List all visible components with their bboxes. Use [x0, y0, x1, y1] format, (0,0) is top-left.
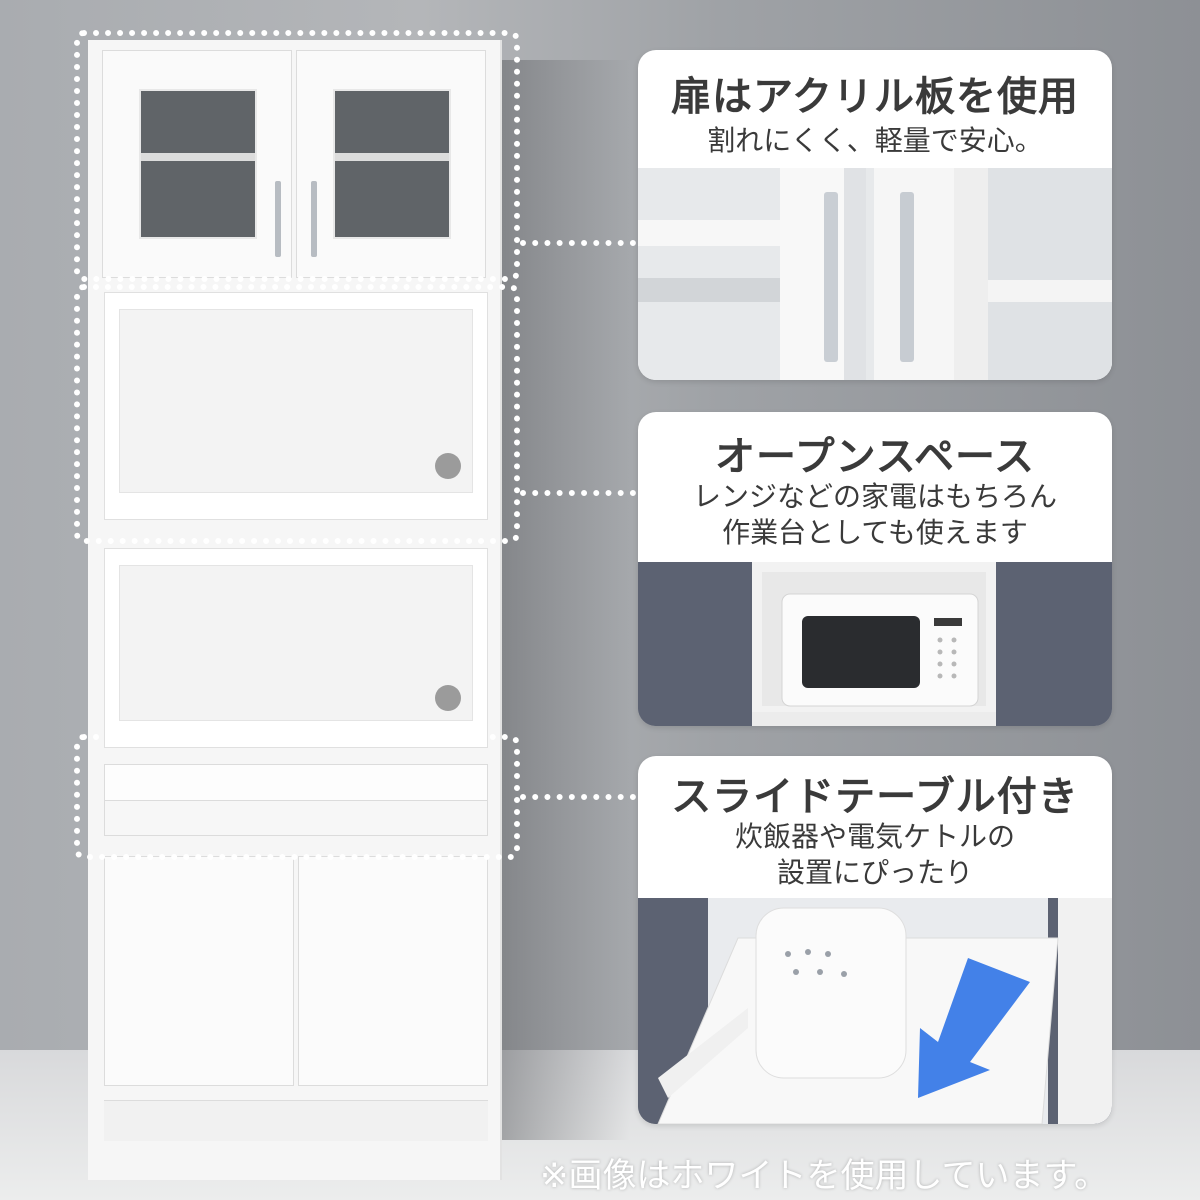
connector-line-open-space — [520, 490, 636, 496]
glass-door-right — [296, 50, 486, 278]
open-space-upper — [104, 292, 488, 520]
feature-description-line: 設置にぴったり — [776, 856, 973, 889]
feature-card-open-space: オープンスペース レンジなどの家電はもちろん 作業台としても使えます — [638, 412, 1112, 726]
feature-title: オープンスペース — [715, 434, 1035, 480]
acrylic-door-closeup-photo — [638, 168, 1112, 380]
microwave-in-open-space-photo — [638, 562, 1112, 726]
cabinet-plinth — [104, 1100, 488, 1141]
open-space-lower — [104, 548, 488, 748]
acrylic-panel-left — [139, 89, 257, 239]
highlight-slide-table-frame — [74, 734, 520, 860]
feature-description-line: 作業台としても使えます — [722, 516, 1028, 549]
feature-card-slide-table: スライドテーブル付き 炊飯器や電気ケトルの 設置にぴったり — [638, 756, 1112, 1124]
glass-door-left — [102, 50, 292, 278]
feature-description-line: レンジなどの家電はもちろん — [692, 480, 1057, 513]
door-handle-left — [275, 181, 281, 257]
connector-line-slide-table — [520, 794, 636, 800]
highlight-door-frame — [74, 30, 520, 282]
feature-title: 扉はアクリル板を使用 — [671, 74, 1079, 120]
lower-door-right — [298, 856, 488, 1086]
cord-hole-upper — [435, 453, 461, 479]
color-footnote: ※画像はホワイトを使用しています。 — [540, 1156, 1109, 1196]
door-handle-right — [311, 181, 317, 257]
feature-title: スライドテーブル付き — [671, 774, 1079, 820]
feature-description-line: 割れにくく、軽量で安心。 — [707, 124, 1043, 157]
rice-cooker-on-slide-table-photo — [638, 898, 1112, 1124]
slide-table — [104, 764, 488, 836]
feature-card-acrylic-door: 扉はアクリル板を使用 割れにくく、軽量で安心。 — [638, 50, 1112, 380]
lower-door-left — [104, 856, 294, 1086]
highlight-open-space-frame — [74, 284, 520, 544]
connector-line-door — [520, 240, 636, 246]
acrylic-panel-right — [333, 89, 451, 239]
feature-description-line: 炊飯器や電気ケトルの — [734, 820, 1015, 853]
cord-hole-lower — [435, 685, 461, 711]
